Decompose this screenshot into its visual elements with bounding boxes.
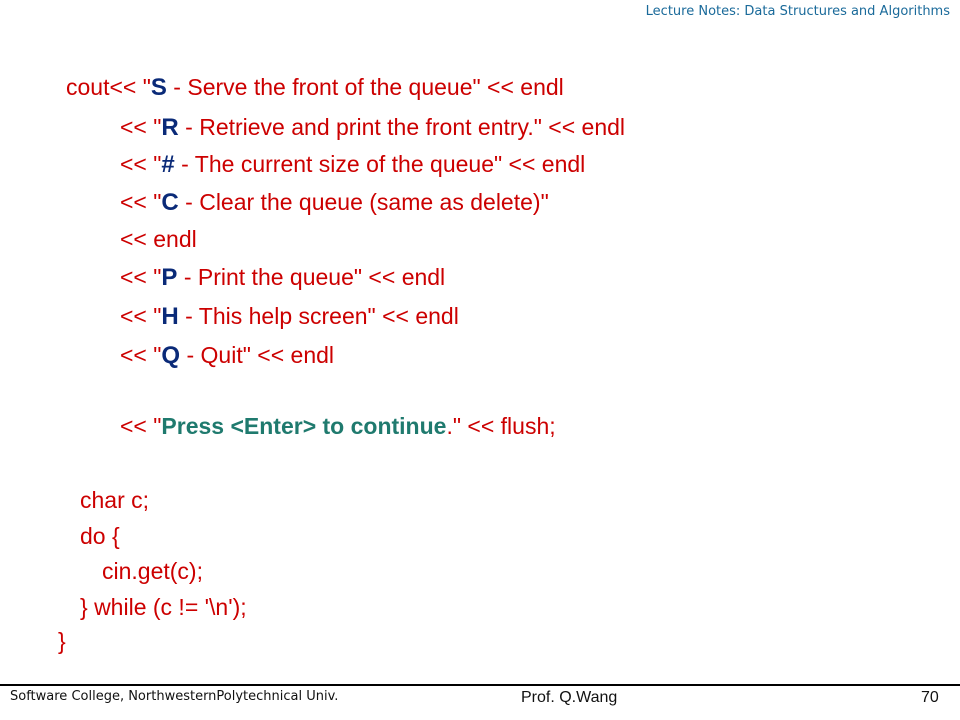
code-line-1: cout<< "S - Serve the front of the queue… (66, 74, 564, 101)
command-key-q: Q (161, 342, 181, 369)
code-text: << " (120, 114, 162, 140)
code-text: << " (120, 264, 162, 290)
code-line-3: << "# - The current size of the queue" <… (120, 151, 585, 178)
code-text: << " (120, 189, 162, 215)
code-line-10: char c; (80, 487, 150, 513)
command-key-c: C (161, 189, 179, 216)
code-text: - Serve the front of the queue" << endl (166, 74, 564, 100)
code-text: - The current size of the queue" << endl (174, 151, 586, 177)
command-key-r: R (161, 114, 179, 141)
code-line-2: << "R - Retrieve and print the front ent… (120, 114, 625, 141)
code-line-12: cin.get(c); (102, 558, 203, 584)
code-text: << " (120, 413, 162, 439)
lecture-header: Lecture Notes: Data Structures and Algor… (645, 4, 950, 19)
code-line-11: do { (80, 523, 120, 549)
code-line-8: << "Q - Quit" << endl (120, 342, 334, 369)
code-text: cout<< " (66, 74, 151, 100)
footer-page-number: 70 (921, 689, 939, 706)
code-text: - Retrieve and print the front entry." <… (178, 114, 626, 140)
code-text: << " (120, 303, 162, 329)
code-line-7: << "H - This help screen" << endl (120, 303, 459, 330)
code-text: - This help screen" << endl (178, 303, 459, 329)
command-key-h: H (161, 303, 179, 330)
code-line-5: << endl (120, 226, 197, 252)
code-text: << " (120, 151, 162, 177)
command-key-s: S (150, 74, 167, 101)
command-key-hash: # (161, 151, 175, 178)
code-text: - Clear the queue (same as delete)" (178, 189, 549, 215)
code-text: - Print the queue" << endl (177, 264, 446, 290)
code-text: ." << flush; (446, 413, 556, 439)
code-block: cout<< "S - Serve the front of the queue… (58, 74, 625, 654)
code-text: << " (120, 342, 162, 368)
footer-author: Prof. Q.Wang (521, 689, 618, 706)
code-line-4: << "C - Clear the queue (same as delete)… (120, 189, 549, 216)
press-enter-prompt: Press <Enter> to continue (161, 413, 447, 439)
command-key-p: P (161, 264, 178, 291)
code-line-6: << "P - Print the queue" << endl (120, 264, 445, 291)
code-line-14: } (58, 628, 66, 654)
code-line-9: << "Press <Enter> to continue." << flush… (120, 413, 556, 439)
code-text: - Quit" << endl (180, 342, 335, 368)
code-line-13: } while (c != '\n'); (80, 594, 247, 620)
footer-divider (0, 684, 960, 686)
footer-institution: Software College, NorthwesternPolytechni… (10, 689, 339, 704)
